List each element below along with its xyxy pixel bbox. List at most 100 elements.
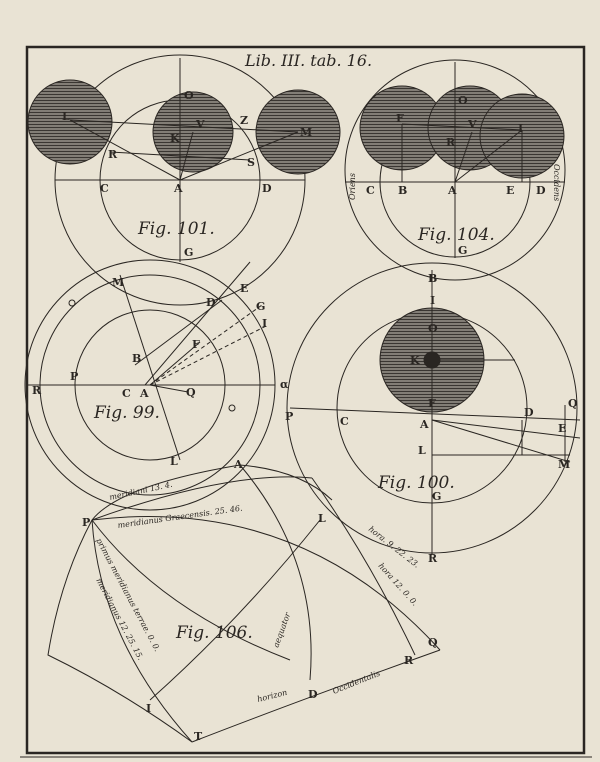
fig100-label: E bbox=[558, 422, 566, 435]
fig100-caption: Fig. 100. bbox=[377, 473, 455, 493]
fig99-label: G bbox=[256, 300, 265, 313]
fig106-cross-arc bbox=[149, 519, 321, 701]
fig99-label: Q bbox=[186, 386, 196, 399]
fig99-label: B bbox=[132, 352, 141, 365]
fig106-label: R bbox=[404, 654, 414, 667]
fig106-meridian-R bbox=[311, 477, 416, 656]
fig106-label: Q bbox=[428, 636, 438, 649]
fig104-labels: F O V I R C B A E D G Oriens Occidens Fi… bbox=[348, 94, 561, 257]
fig104-label: I bbox=[518, 122, 523, 135]
fig101-label: C bbox=[100, 182, 109, 195]
fig100-label: K bbox=[410, 354, 420, 367]
fig106-aequator-arc bbox=[91, 519, 291, 661]
fig100-label: L bbox=[418, 444, 426, 457]
fig106-horizon-arc bbox=[191, 649, 441, 743]
fig100-label: Q bbox=[568, 397, 578, 410]
fig104-line-AI bbox=[454, 129, 523, 183]
fig99-line-AI bbox=[149, 324, 269, 386]
fig106-text-hora-2: hora 12. 0. 0. bbox=[377, 561, 420, 607]
fig100-label: P bbox=[285, 410, 293, 423]
fig101-label: D bbox=[262, 182, 272, 195]
fig99-line-AF bbox=[149, 341, 201, 386]
fig99-label: A bbox=[139, 387, 149, 400]
fig106-text-aequator: aequator bbox=[271, 610, 292, 648]
fig106-hora-arc bbox=[91, 516, 441, 651]
fig100-label: A bbox=[419, 418, 429, 431]
fig101-line-RS bbox=[109, 151, 251, 161]
figure-106 bbox=[47, 464, 441, 743]
fig106-top-arc bbox=[91, 464, 333, 521]
fig101-label: K bbox=[170, 132, 180, 145]
fig106-text-horizon: horizon bbox=[256, 688, 288, 704]
fig104-label: F bbox=[396, 112, 404, 125]
fig106-text-meridian-top: meridiani 13. 4. bbox=[109, 480, 174, 502]
fig101-label: M bbox=[300, 126, 312, 139]
fig106-label: P bbox=[82, 516, 90, 529]
fig101-line-AM bbox=[179, 131, 299, 181]
fig101-line-LM bbox=[69, 119, 299, 133]
fig104-label: V bbox=[467, 118, 477, 131]
fig100-label: I bbox=[430, 294, 435, 307]
fig101-label: A bbox=[173, 182, 183, 195]
fig100-label: R bbox=[428, 552, 438, 565]
fig104-label: A bbox=[447, 184, 457, 197]
figure-99 bbox=[24, 259, 276, 511]
fig101-label: R bbox=[108, 148, 118, 161]
fig100-label: M bbox=[558, 458, 570, 471]
fig106-left-arc bbox=[47, 519, 193, 743]
fig100-label: F bbox=[428, 397, 436, 410]
fig106-text-occidentalis: Occidentalis bbox=[331, 669, 381, 696]
fig104-label: O bbox=[458, 94, 468, 107]
fig104-label: G bbox=[458, 244, 467, 257]
fig100-label: C bbox=[340, 415, 349, 428]
fig104-caption: Fig. 104. bbox=[417, 225, 495, 245]
fig99-mark bbox=[68, 299, 76, 307]
fig101-label: L bbox=[62, 110, 70, 123]
fig106-meridian-L bbox=[239, 464, 312, 681]
fig99-mark bbox=[228, 404, 236, 412]
fig100-line-AM bbox=[431, 419, 571, 463]
fig99-meridian-ML bbox=[119, 274, 181, 461]
fig99-line-AQ bbox=[149, 384, 189, 393]
figure-100 bbox=[286, 262, 581, 555]
fig101-label: G bbox=[184, 246, 193, 259]
fig104-side-oriens: Oriens bbox=[348, 173, 357, 200]
fig101-line-LA bbox=[69, 119, 181, 181]
fig101-label: Z bbox=[240, 114, 248, 127]
fig104-label: C bbox=[366, 184, 375, 197]
plate-border bbox=[25, 45, 586, 755]
fig101-label: S bbox=[247, 156, 255, 169]
fig106-text-hora-1: hora. 9. 22. 23. bbox=[367, 524, 421, 569]
fig99-caption: Fig. 99. bbox=[93, 403, 160, 423]
fig100-labels: B I O K F D Q P C A E L M G R Fig. 100. bbox=[285, 272, 578, 565]
fig99-label: α bbox=[280, 378, 289, 391]
fig106-label: L bbox=[318, 512, 326, 525]
fig100-line-AE bbox=[431, 419, 581, 439]
fig99-label: C bbox=[122, 387, 131, 400]
fig106-label: I bbox=[146, 702, 151, 715]
fig99-label: P bbox=[70, 370, 78, 383]
fig99-label: M bbox=[112, 276, 124, 289]
fig99-label: L bbox=[170, 455, 178, 468]
fig104-line-AV bbox=[454, 131, 473, 183]
fig99-label: D bbox=[206, 296, 216, 309]
fig100-horizon-line bbox=[289, 407, 581, 421]
fig100-label: G bbox=[432, 490, 441, 503]
fig104-side-occidens: Occidens bbox=[552, 164, 561, 201]
fig99-line-AG bbox=[149, 304, 263, 386]
fig104-label: B bbox=[398, 184, 407, 197]
fig104-label: E bbox=[506, 184, 514, 197]
fig100-label: B bbox=[428, 272, 437, 285]
fig106-label: A bbox=[233, 458, 243, 471]
fig100-label: D bbox=[524, 406, 534, 419]
fig106-meridian-arc bbox=[91, 519, 193, 743]
fig99-line-BD bbox=[134, 299, 223, 366]
fig99-label: R bbox=[32, 384, 42, 397]
figure-104 bbox=[344, 59, 566, 281]
fig106-label: D bbox=[308, 688, 318, 701]
fig104-label: R bbox=[446, 136, 456, 149]
fig104-outer-circle bbox=[344, 59, 566, 281]
plate-title: Lib. III. tab. 16. bbox=[244, 51, 372, 70]
fig106-graecus-arc bbox=[91, 476, 313, 521]
